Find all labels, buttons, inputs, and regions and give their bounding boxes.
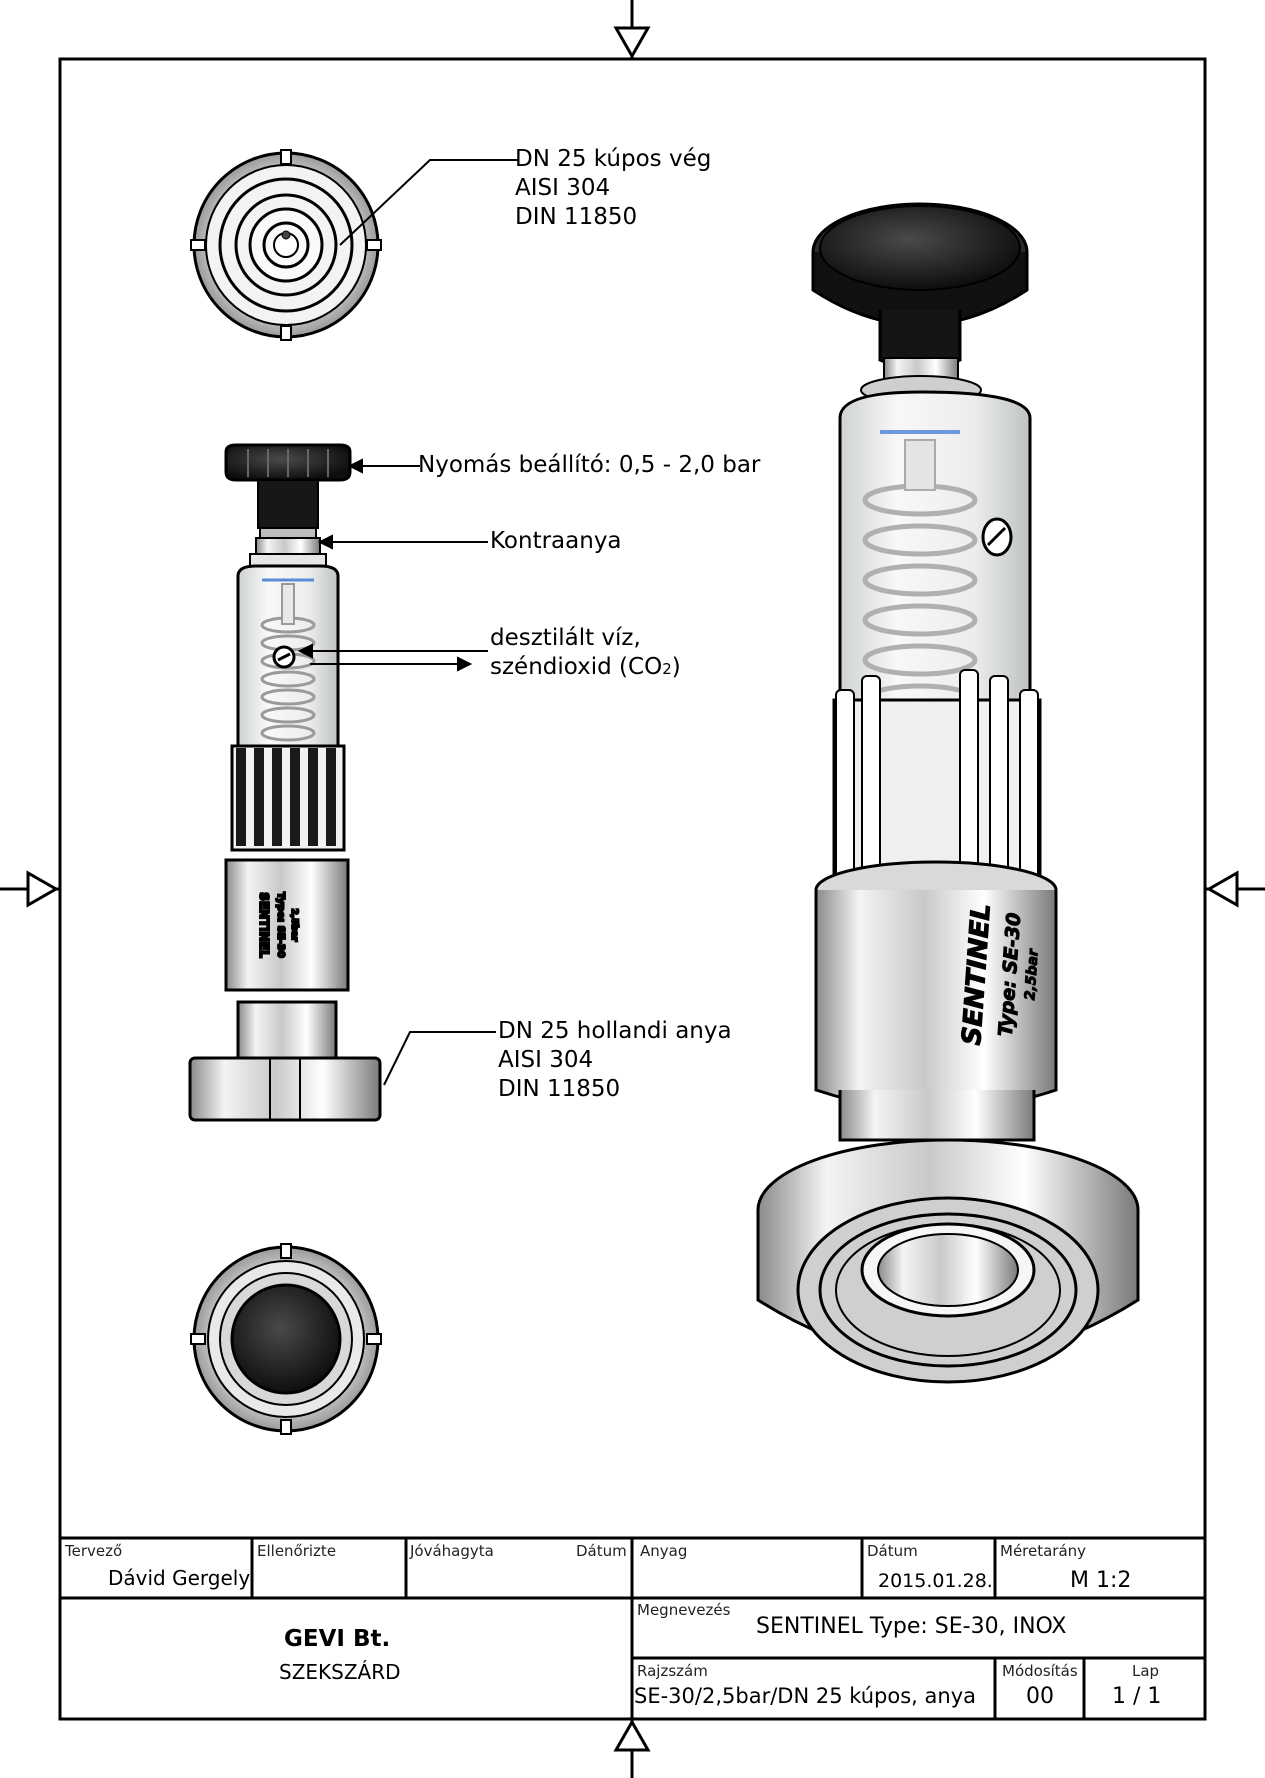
callout-locknut: Kontraanya bbox=[490, 528, 622, 554]
approved-label: Jóváhagyta bbox=[410, 1542, 494, 1560]
svg-text:2,5bar: 2,5bar bbox=[1022, 948, 1042, 1001]
date-value: 2015.01.28. bbox=[878, 1570, 993, 1592]
callout-media: desztilált víz, széndioxid (CO2) bbox=[490, 625, 681, 680]
scale-label: Méretarány bbox=[1000, 1542, 1087, 1560]
company-city: SZEKSZÁRD bbox=[279, 1660, 401, 1684]
sheet-label: Lap bbox=[1132, 1662, 1160, 1680]
small-view-marking: SENTINEL bbox=[257, 892, 271, 958]
title-block-grid bbox=[60, 1536, 1205, 1719]
isometric-view: SENTINEL Type: SE-30 2,5bar bbox=[756, 202, 1140, 1384]
svg-text:Type: SE-30: Type: SE-30 bbox=[275, 892, 286, 958]
drawing-number-value: SE-30/2,5bar/DN 25 kúpos, anya bbox=[634, 1684, 976, 1708]
revision-value: 00 bbox=[1026, 1684, 1054, 1709]
leader-lines bbox=[297, 159, 518, 1086]
callout-nut: DN 25 hollandi anya AISI 304 DIN 11850 bbox=[498, 1018, 732, 1102]
material-label: Anyag bbox=[640, 1542, 688, 1560]
svg-text:2,5bar: 2,5bar bbox=[289, 909, 299, 942]
checked-label: Ellenőrizte bbox=[257, 1542, 337, 1560]
front-view-small: SENTINEL Type: SE-30 2,5bar bbox=[188, 443, 382, 1122]
callout-top-end: DN 25 kúpos vég AISI 304 DIN 11850 bbox=[515, 146, 712, 230]
drawing-number-label: Rajzszám bbox=[637, 1662, 708, 1680]
designer-label: Tervező bbox=[65, 1542, 123, 1560]
revision-label: Módosítás bbox=[1002, 1662, 1078, 1680]
bottom-view bbox=[190, 1243, 382, 1435]
date-label-2: Dátum bbox=[867, 1542, 918, 1560]
designer-value: Dávid Gergely bbox=[108, 1566, 251, 1590]
callout-pressure: Nyomás beállító: 0,5 - 2,0 bar bbox=[418, 452, 761, 478]
name-label: Megnevezés bbox=[637, 1601, 731, 1619]
sheet-value: 1 / 1 bbox=[1112, 1684, 1162, 1709]
date-label-1: Dátum bbox=[576, 1542, 627, 1560]
name-value: SENTINEL Type: SE-30, INOX bbox=[756, 1614, 1067, 1639]
top-view-cone-end bbox=[190, 149, 382, 341]
scale-value: M 1:2 bbox=[1070, 1568, 1132, 1593]
company-name: GEVI Bt. bbox=[284, 1626, 391, 1652]
